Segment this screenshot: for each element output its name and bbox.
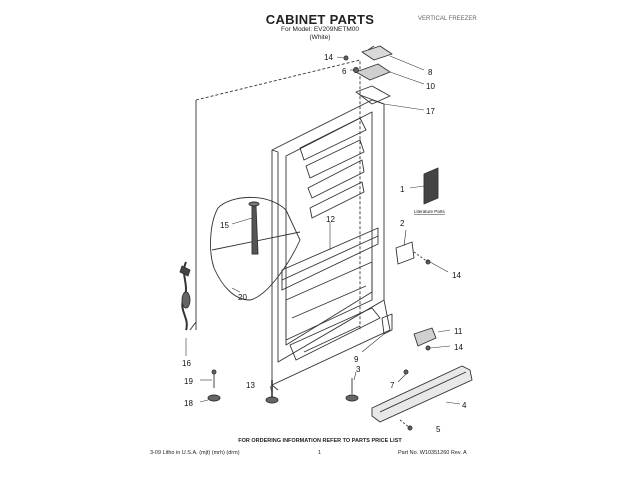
- lower-compartment: [285, 261, 373, 341]
- ordering-note: FOR ORDERING INFORMATION REFER TO PARTS …: [238, 438, 402, 444]
- literature-booklet-1: [423, 167, 439, 205]
- callout-12: 12: [326, 215, 335, 224]
- callout-19: 19: [184, 377, 193, 386]
- cabinet-left-edge: [271, 150, 279, 391]
- callout-14-top: 14: [324, 53, 333, 62]
- drain-tube-15: [251, 205, 259, 255]
- hinge-bracket-9: [381, 313, 393, 335]
- screw-7: [403, 369, 409, 375]
- cutaway-bubble: [210, 196, 301, 301]
- callout-8: 8: [428, 68, 433, 77]
- power-cord-16: [179, 261, 197, 331]
- cabinet-front-inner: [285, 111, 373, 346]
- callout-20: 20: [238, 293, 247, 302]
- callout-17: 17: [426, 107, 435, 116]
- screw-14-bottom: [425, 345, 431, 351]
- leveling-leg-3: [345, 378, 359, 402]
- callout-7: 7: [390, 381, 395, 390]
- screw-14-top: [343, 55, 349, 61]
- cabinet-front-frame: [271, 99, 385, 363]
- leveling-leg-13: [265, 380, 279, 404]
- callout-10: 10: [426, 82, 435, 91]
- callout-9: 9: [354, 355, 359, 364]
- callout-11: 11: [454, 327, 463, 336]
- callout-4: 4: [462, 401, 467, 410]
- callout-14-mid: 14: [452, 271, 461, 280]
- callout-6: 6: [342, 67, 347, 76]
- page-number: 1: [318, 450, 322, 456]
- callout-leaders: [185, 55, 461, 405]
- callout-3: 3: [356, 365, 361, 374]
- cabinet-shelves: [299, 117, 367, 219]
- kick-plate-4: [371, 365, 473, 423]
- product-type-label: VERTICAL FREEZER: [418, 16, 477, 22]
- callout-13: 13: [246, 381, 255, 390]
- model-line: For Model: EV209NETM00: [280, 26, 360, 33]
- top-hinge-8: [361, 45, 393, 61]
- callout-14-bottom: 14: [454, 343, 463, 352]
- cabinet-back-wall: [195, 59, 361, 330]
- hinge-bracket-10: [355, 63, 391, 81]
- lower-hinge-11: [413, 327, 437, 347]
- callout-5: 5: [436, 425, 441, 434]
- callout-15: 15: [220, 221, 229, 230]
- leveling-leg-19: [211, 369, 217, 388]
- callout-18: 18: [184, 399, 193, 408]
- door-stop-bracket-2: [395, 241, 415, 265]
- cabinet-top-edge: [359, 94, 385, 105]
- cabinet-top-rim: [355, 85, 391, 105]
- door-rail-12: [281, 227, 379, 291]
- model-subtitle: For Model: EV209NETM00 (White): [0, 26, 640, 42]
- page-title: CABINET PARTS: [265, 12, 375, 27]
- literature-parts-label: Literature Parts: [414, 209, 446, 214]
- callout-2: 2: [400, 219, 405, 228]
- part-number: Part No. W10351260 Rev. A: [398, 450, 467, 456]
- base-panel: [289, 307, 381, 361]
- color-line: (White): [309, 34, 331, 41]
- leveling-foot-18: [207, 394, 221, 402]
- cabinet-bottom-edge: [271, 299, 391, 386]
- litho-info: 3-09 Litho in U.S.A. (mjt) (mrh) (drm): [150, 450, 240, 456]
- callout-1: 1: [400, 185, 405, 194]
- callout-16: 16: [182, 359, 191, 368]
